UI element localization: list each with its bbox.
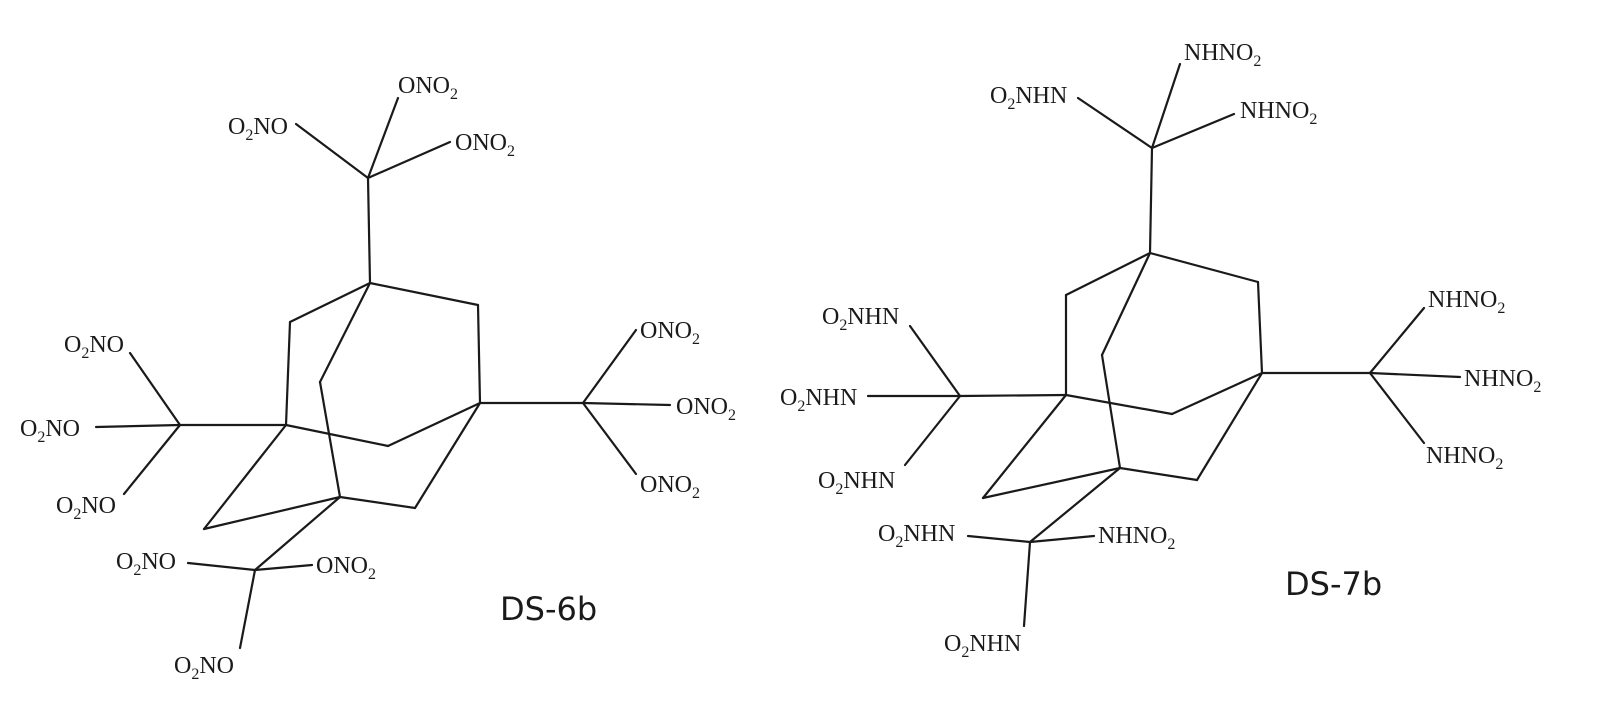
molecule-caption: DS-6b xyxy=(500,590,597,628)
group-label: O2NO xyxy=(56,493,116,523)
ds-6b-bonds xyxy=(94,96,672,650)
group-label: NHNO2 xyxy=(1426,443,1503,473)
group-label: O2NO xyxy=(228,114,288,144)
group-label: ONO2 xyxy=(316,553,376,583)
group-label: O2NO xyxy=(20,416,80,446)
group-label: NHNO2 xyxy=(1428,287,1505,317)
group-label: O2NHN xyxy=(822,304,899,334)
group-label: ONO2 xyxy=(398,73,458,103)
group-label: O2NO xyxy=(174,653,234,683)
group-label: ONO2 xyxy=(455,130,515,160)
ds-7b-groups: NHNO2 O2NHN NHNO2 O2NHN O2NHN O2NHN NHNO… xyxy=(780,40,1541,661)
molecule-ds-6b: ONO2 O2NO ONO2 O2NO O2NO O2NO ONO2 ONO2 … xyxy=(20,73,736,683)
group-label: ONO2 xyxy=(640,318,700,348)
group-label: NHNO2 xyxy=(1098,523,1175,553)
ds-6b-groups: ONO2 O2NO ONO2 O2NO O2NO O2NO ONO2 ONO2 … xyxy=(20,73,736,683)
group-label: ONO2 xyxy=(676,394,736,424)
molecule-caption: DS-7b xyxy=(1285,565,1382,603)
group-label: NHNO2 xyxy=(1184,40,1261,70)
group-label: O2NHN xyxy=(878,521,955,551)
group-label: O2NHN xyxy=(990,83,1067,113)
group-label: O2NO xyxy=(64,332,124,362)
group-label: NHNO2 xyxy=(1240,98,1317,128)
group-label: O2NHN xyxy=(780,385,857,415)
molecule-ds-7b: NHNO2 O2NHN NHNO2 O2NHN O2NHN O2NHN NHNO… xyxy=(780,40,1541,661)
ds-7b-bonds xyxy=(866,62,1462,628)
group-label: O2NO xyxy=(116,549,176,579)
group-label: O2NHN xyxy=(944,631,1021,661)
group-label: ONO2 xyxy=(640,472,700,502)
group-label: NHNO2 xyxy=(1464,366,1541,396)
group-label: O2NHN xyxy=(818,468,895,498)
